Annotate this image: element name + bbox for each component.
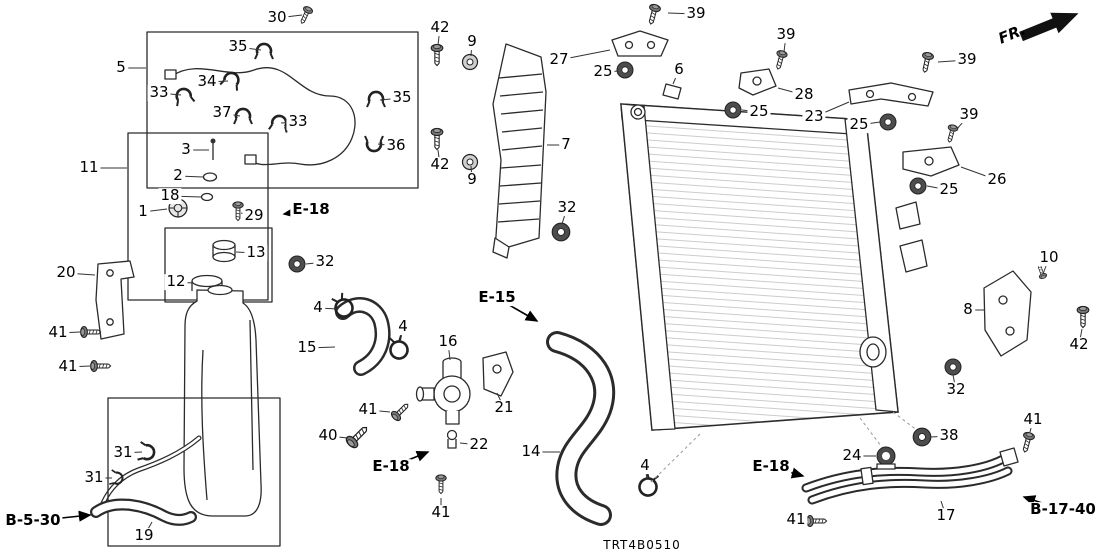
front-direction-arrow [1019, 12, 1079, 42]
part-label-2[interactable]: 2 [171, 166, 185, 185]
part-label-32[interactable]: 32 [313, 252, 337, 271]
part-label-13[interactable]: 13 [244, 243, 268, 262]
part-17-pipes [801, 427, 1036, 528]
part-label-37[interactable]: 37 [210, 103, 234, 122]
part-7-air-guide [430, 43, 571, 259]
upper-mount-brackets [611, 2, 960, 195]
part-8-bracket [944, 263, 1090, 376]
part-label-29[interactable]: 29 [242, 206, 266, 225]
part-label-40[interactable]: 40 [316, 426, 340, 445]
part-label-22[interactable]: 22 [467, 435, 491, 454]
part-label-17[interactable]: 17 [934, 506, 958, 525]
radiator [620, 103, 928, 484]
part-label-3[interactable]: 3 [179, 140, 193, 159]
part-label-33[interactable]: 33 [286, 112, 310, 131]
part-label-20[interactable]: 20 [54, 263, 78, 282]
part-label-16[interactable]: 16 [436, 332, 460, 351]
part-label-34[interactable]: 34 [195, 72, 219, 91]
part-label-39[interactable]: 39 [957, 105, 981, 124]
part-label-39[interactable]: 39 [684, 4, 708, 23]
part-label-41[interactable]: 41 [784, 510, 808, 529]
part-label-15[interactable]: 15 [295, 338, 319, 357]
part-label-e-15[interactable]: E-15 [476, 288, 518, 307]
part-label-7[interactable]: 7 [559, 135, 573, 154]
part-label-26[interactable]: 26 [985, 170, 1009, 189]
part-14-hose [546, 331, 663, 526]
part-label-35[interactable]: 35 [390, 88, 414, 107]
part-label-41[interactable]: 41 [429, 503, 453, 522]
part-label-12[interactable]: 12 [164, 272, 188, 291]
part-label-31[interactable]: 31 [82, 468, 106, 487]
part-label-25[interactable]: 25 [747, 102, 771, 121]
part-label-32[interactable]: 32 [555, 198, 579, 217]
part-label-35[interactable]: 35 [226, 37, 250, 56]
part-label-42[interactable]: 42 [428, 18, 452, 37]
part-label-31[interactable]: 31 [111, 443, 135, 462]
part-label-5[interactable]: 5 [114, 58, 128, 77]
part-label-38[interactable]: 38 [937, 426, 961, 445]
part-label-32[interactable]: 32 [944, 380, 968, 399]
part-label-28[interactable]: 28 [792, 85, 816, 104]
reserve-tank [90, 284, 281, 547]
part-label-41[interactable]: 41 [356, 400, 380, 419]
part-label-41[interactable]: 41 [46, 323, 70, 342]
part-label-4[interactable]: 4 [396, 317, 410, 336]
part-label-19[interactable]: 19 [132, 526, 156, 545]
part-label-4[interactable]: 4 [638, 456, 652, 475]
part-label-25[interactable]: 25 [937, 180, 961, 199]
part-label-e-18[interactable]: E-18 [290, 200, 332, 219]
part-label-e-18[interactable]: E-18 [370, 457, 412, 476]
part-15-hose [328, 290, 411, 376]
part-label-1[interactable]: 1 [136, 202, 150, 221]
part-label-6[interactable]: 6 [672, 60, 686, 79]
part-label-36[interactable]: 36 [384, 136, 408, 155]
part-label-11[interactable]: 11 [77, 158, 101, 177]
part-label-4[interactable]: 4 [311, 298, 325, 317]
part-label-9[interactable]: 9 [465, 170, 479, 189]
diagram-code: TRT4B0510 [603, 538, 681, 552]
part-16-water-joint [343, 351, 514, 495]
part-label-e-18[interactable]: E-18 [750, 457, 792, 476]
part-label-39[interactable]: 39 [774, 25, 798, 44]
part-label-25[interactable]: 25 [847, 115, 871, 134]
part-label-b-17-40[interactable]: B-17-40 [1028, 500, 1098, 519]
part-label-b-5-30[interactable]: B-5-30 [3, 511, 63, 530]
part-label-23[interactable]: 23 [802, 107, 826, 126]
part-label-21[interactable]: 21 [492, 398, 516, 417]
part-label-8[interactable]: 8 [961, 300, 975, 319]
part-label-39[interactable]: 39 [955, 50, 979, 69]
part-label-41[interactable]: 41 [56, 357, 80, 376]
part-20-bracket [80, 260, 135, 373]
part-label-25[interactable]: 25 [591, 62, 615, 81]
part-label-27[interactable]: 27 [547, 50, 571, 69]
part-label-18[interactable]: 18 [158, 186, 182, 205]
part-label-41[interactable]: 41 [1021, 410, 1045, 429]
part-label-33[interactable]: 33 [147, 83, 171, 102]
part-label-42[interactable]: 42 [1067, 335, 1091, 354]
part-5-harness-assembly [146, 4, 419, 189]
part-label-10[interactable]: 10 [1037, 248, 1061, 267]
part-label-9[interactable]: 9 [465, 32, 479, 51]
part-label-30[interactable]: 30 [265, 8, 289, 27]
part-label-14[interactable]: 14 [519, 442, 543, 461]
part-label-42[interactable]: 42 [428, 155, 452, 174]
part-label-24[interactable]: 24 [840, 446, 864, 465]
